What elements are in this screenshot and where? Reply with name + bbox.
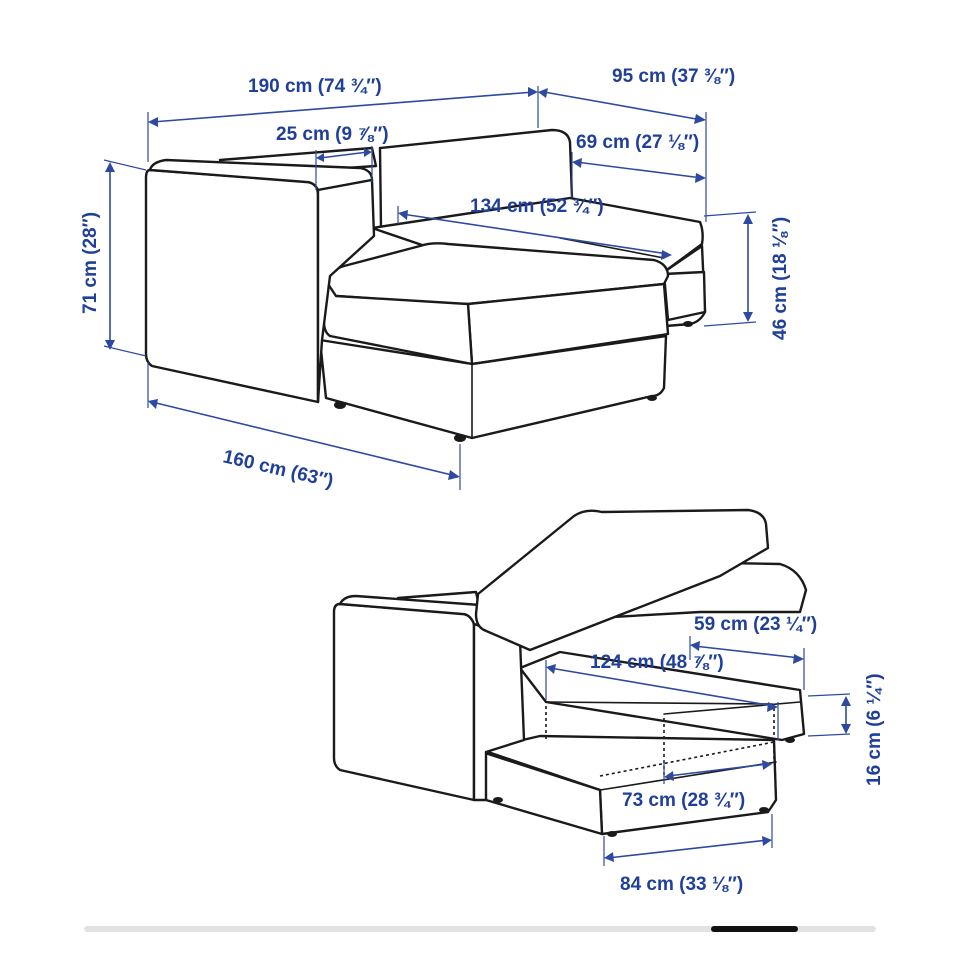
bottom-dimensions: 59 cm (23 ¼″) 124 cm (48 ⅞″) 16 cm (6 ¼″… xyxy=(545,614,885,895)
label-storage-length: 124 cm (48 ⅞″) xyxy=(590,652,724,673)
label-inner-width: 73 cm (28 ¾″) xyxy=(622,790,745,811)
dimension-storage-depth: 59 cm (23 ¼″) xyxy=(689,614,817,690)
carousel-scrollbar[interactable] xyxy=(84,926,876,932)
dimension-inner-width: 73 cm (28 ¾″) xyxy=(622,760,772,811)
dimension-depth: 95 cm (37 ⅜″) xyxy=(538,66,735,222)
label-armrest-width: 25 cm (9 ⅞″) xyxy=(276,124,389,145)
chaise-longue-drawing xyxy=(144,128,707,442)
dimension-outer-width: 84 cm (33 ⅛″) xyxy=(603,814,773,895)
label-total-width: 190 cm (74 ¾″) xyxy=(248,76,382,97)
label-storage-depth: 59 cm (23 ¼″) xyxy=(694,614,817,635)
label-storage-height: 16 cm (6 ¼″) xyxy=(864,673,885,786)
dimension-storage-height: 16 cm (6 ¼″) xyxy=(807,673,885,786)
dimension-seat-depth: 69 cm (27 ⅛″) xyxy=(571,132,706,198)
label-seat-width: 134 cm (52 ¾″) xyxy=(470,196,604,217)
label-seat-height: 46 cm (18 ⅛″) xyxy=(770,217,791,340)
carousel-scrollbar-thumb[interactable] xyxy=(711,926,798,932)
label-chaise-length: 160 cm (63″) xyxy=(221,446,335,492)
dimension-total-width: 190 cm (74 ¾″) xyxy=(147,76,539,162)
dimension-seat-width: 134 cm (52 ¾″) xyxy=(397,196,672,260)
label-height: 71 cm (28″) xyxy=(80,212,101,314)
dimension-height: 71 cm (28″) xyxy=(80,159,147,357)
label-seat-depth: 69 cm (27 ⅛″) xyxy=(576,132,699,153)
label-outer-width: 84 cm (33 ⅛″) xyxy=(620,874,743,895)
dimension-storage-length: 124 cm (48 ⅞″) xyxy=(545,652,779,740)
storage-drawing xyxy=(332,508,808,837)
dimension-armrest-width: 25 cm (9 ⅞″) xyxy=(276,124,389,190)
dimension-seat-height: 46 cm (18 ⅛″) xyxy=(703,211,791,340)
label-depth: 95 cm (37 ⅜″) xyxy=(612,66,735,87)
